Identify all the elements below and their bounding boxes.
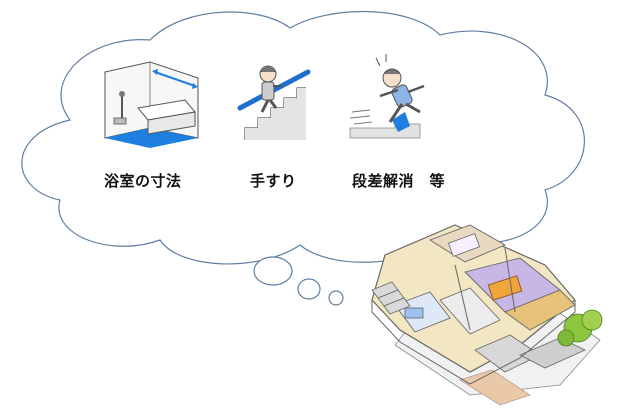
house-cutaway-icon <box>371 224 603 406</box>
thought-bubble-large <box>253 256 293 286</box>
stair-handrail-icon <box>237 65 311 140</box>
thought-bubble-medium <box>297 278 321 300</box>
handrail-label: 手すり <box>250 172 297 190</box>
bathtub-icon <box>104 61 199 148</box>
tripping-person-icon <box>349 54 425 139</box>
thought-bubble-small <box>328 290 344 306</box>
bathroom-dimensions-label: 浴室の寸法 <box>104 172 182 190</box>
step-elimination-label: 段差解消 等 <box>352 172 446 190</box>
